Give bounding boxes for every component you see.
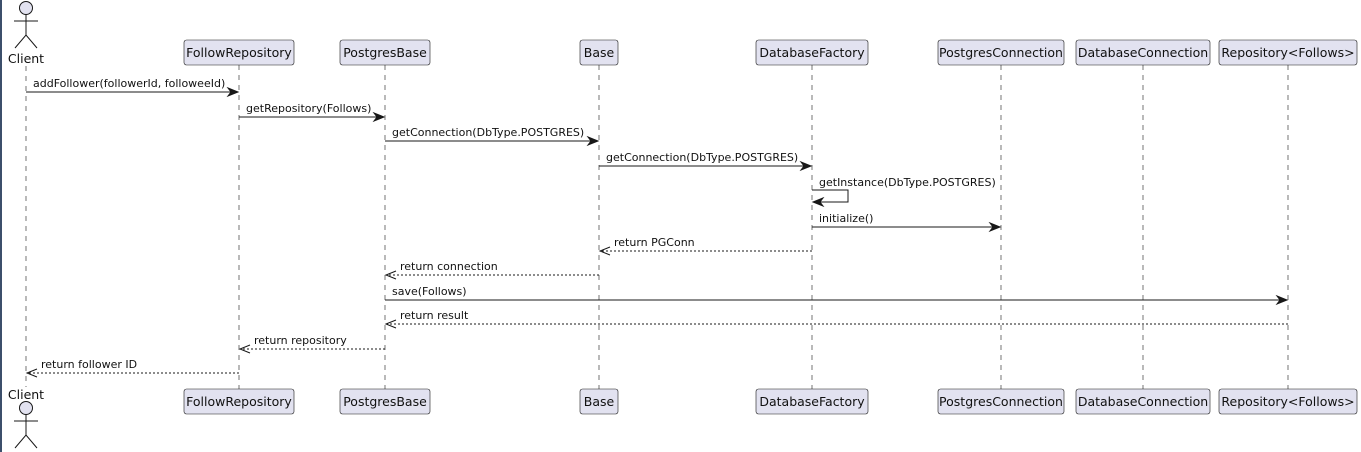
actor-head [19,1,33,15]
message-8 [384,270,599,280]
message-label-11: return repository [254,334,347,347]
message-label-2: getRepository(Follows) [246,102,371,115]
participant-box-base-top [579,39,619,66]
actor-icon [14,401,38,449]
message-label-6: initialize() [819,212,873,225]
arrowhead [988,221,1002,233]
participant-box-pgbase-bottom [339,388,431,415]
arrowhead [238,344,251,354]
participant-label-followrepo-top: FollowRepository [186,45,292,60]
message-9 [385,294,1289,306]
arrowhead [384,319,397,329]
participant-box-dbconn-top [1075,39,1211,66]
actor-legs [14,34,38,49]
message-label-4: getConnection(DbType.POSTGRES) [606,151,798,164]
message-7 [598,246,812,256]
participant-label-base-bottom: Base [584,394,615,409]
actor-icon [14,1,38,49]
message-3 [385,135,600,147]
arrowhead [811,196,825,208]
message-label-5: getInstance(DbType.POSTGRES) [819,176,996,189]
participant-label-followrepo-bottom: FollowRepository [186,394,292,409]
message-10 [384,319,1288,329]
participant-box-pgconn-bottom [937,388,1065,415]
participant-label-base-top: Base [584,45,615,60]
participant-label-dbfactory-top: DatabaseFactory [759,45,865,60]
actor-legs [14,434,38,449]
message-label-12: return follower ID [41,358,137,371]
participant-box-pgconn-top [937,39,1065,66]
participant-box-followrepo-top [183,39,295,66]
arrowhead [372,111,386,123]
participant-box-pgbase-top [339,39,431,66]
participant-box-dbfactory-top [755,39,869,66]
participant-box-base-bottom [579,388,619,415]
participant-box-followrepo-bottom [183,388,295,415]
message-label-10: return result [400,309,469,322]
participant-label-dbconn-top: DatabaseConnection [1078,45,1208,60]
participant-label-pgconn-bottom: PostgresConnection [939,394,1063,409]
arrowhead [598,246,611,256]
participant-label-repofollows-bottom: Repository<Follows> [1221,394,1354,409]
message-label-1: addFollower(followerId, followeeId) [33,77,225,90]
message-12 [25,368,239,378]
arrowhead [1275,294,1289,306]
message-4 [599,160,813,172]
participant-label-client-top: Client [8,51,44,66]
participant-box-dbfactory-bottom [755,388,869,415]
message-1 [26,86,240,98]
arrowhead [586,135,600,147]
arrowhead [25,368,38,378]
message-label-9: save(Follows) [392,285,467,298]
participant-box-repofollows-top [1218,39,1358,66]
participant-box-dbconn-bottom [1075,388,1211,415]
message-5 [811,189,849,208]
actor-head [19,401,33,415]
arrowhead [384,270,397,280]
message-11 [238,344,385,354]
participant-box-repofollows-bottom [1218,388,1358,415]
participant-label-pgconn-top: PostgresConnection [939,45,1063,60]
participant-label-pgbase-top: PostgresBase [343,45,427,60]
message-label-3: getConnection(DbType.POSTGRES) [392,126,584,139]
message-line [812,189,849,203]
arrowhead [799,160,813,172]
message-label-8: return connection [400,260,498,273]
participant-label-dbconn-bottom: DatabaseConnection [1078,394,1208,409]
message-2 [239,111,386,123]
participant-label-dbfactory-bottom: DatabaseFactory [759,394,865,409]
participant-label-repofollows-top: Repository<Follows> [1221,45,1354,60]
message-6 [812,221,1002,233]
arrowhead [226,86,240,98]
message-label-7: return PGConn [614,236,695,249]
participant-label-client-bottom: Client [8,387,44,402]
participant-label-pgbase-bottom: PostgresBase [343,394,427,409]
